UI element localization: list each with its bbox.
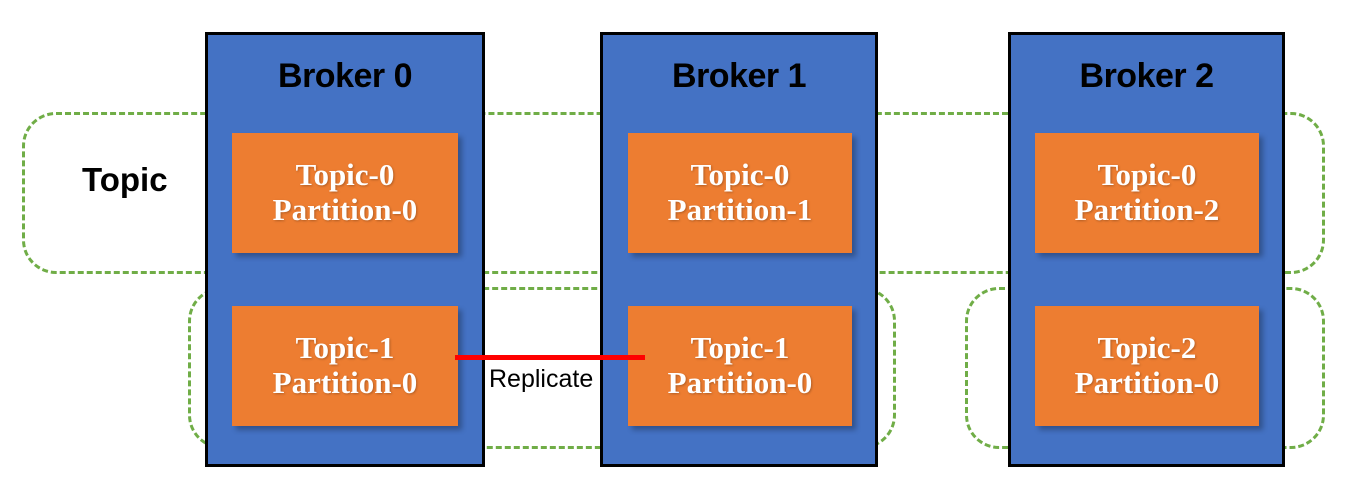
- broker-title-0: Broker 0: [278, 57, 412, 95]
- partition-topic-label: Topic-1: [295, 330, 395, 366]
- broker-title-1: Broker 1: [672, 57, 806, 95]
- partition-box-broker1-topic1-p0[interactable]: Topic-1 Partition-0: [628, 306, 852, 426]
- partition-index-label: Partition-0: [667, 365, 813, 400]
- partition-topic-label: Topic-2: [1097, 330, 1197, 366]
- partition-box-broker0-topic0-p0[interactable]: Topic-0 Partition-0: [232, 133, 458, 253]
- partition-index-label: Partition-0: [272, 192, 418, 227]
- topic-label: Topic: [82, 161, 168, 198]
- partition-topic-label: Topic-0: [1097, 157, 1197, 193]
- partition-box-broker1-topic0-p1[interactable]: Topic-0 Partition-1: [628, 133, 852, 253]
- broker-title-2: Broker 2: [1079, 57, 1214, 95]
- partition-index-label: Partition-1: [667, 192, 813, 227]
- partition-topic-label: Topic-1: [690, 330, 790, 366]
- replicate-label: Replicate: [487, 365, 596, 393]
- partition-box-broker0-topic1-p0[interactable]: Topic-1 Partition-0: [232, 306, 458, 426]
- partition-box-broker2-topic2-p0[interactable]: Topic-2 Partition-0: [1035, 306, 1259, 426]
- partition-index-label: Partition-0: [272, 365, 418, 400]
- partition-index-label: Partition-2: [1074, 192, 1220, 227]
- replicate-connector-line: [455, 355, 645, 360]
- partition-topic-label: Topic-0: [690, 157, 790, 193]
- partition-index-label: Partition-0: [1074, 365, 1220, 400]
- partition-topic-label: Topic-0: [295, 157, 395, 193]
- partition-box-broker2-topic0-p2[interactable]: Topic-0 Partition-2: [1035, 133, 1259, 253]
